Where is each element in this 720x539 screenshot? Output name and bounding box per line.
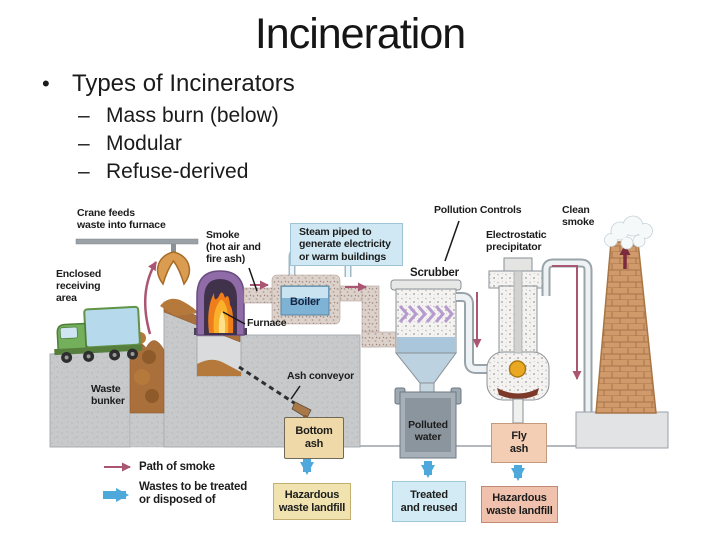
waste-bunker-label: Waste bunker — [91, 383, 125, 408]
esp-stack-pipe — [541, 258, 602, 433]
steam-box: Steam piped to generate electricity or w… — [290, 223, 403, 266]
waste-flow-arrows — [103, 458, 525, 502]
furnace-pointer — [222, 311, 246, 325]
boiler-vessel — [271, 274, 341, 325]
scrubber-esp-pipe-inner — [456, 294, 490, 372]
scrubber-esp-pipe — [456, 292, 490, 374]
crane-path-arrow — [144, 261, 158, 335]
furnace-vessel — [194, 270, 247, 336]
smoke-path-arrows — [104, 265, 582, 472]
ash-conveyor-label: Ash conveyor — [287, 370, 355, 382]
treated-reused-box: Treated and reused — [392, 481, 466, 522]
bullet-types: Types of Incinerators — [42, 70, 295, 98]
esp-stack-pipe-inner — [543, 260, 602, 431]
crane-claw — [156, 251, 191, 286]
smoke-label: Smoke (hot air and fire ash) — [206, 229, 261, 266]
flue-pipes — [243, 285, 411, 348]
bullet-mass-burn: Mass burn (below) — [78, 104, 279, 128]
ash-pile — [197, 359, 241, 376]
clean-smoke-label: Clean smoke — [562, 204, 595, 229]
smoke-pointer — [248, 267, 258, 292]
polluted-water-tank — [394, 387, 462, 459]
scrubber-vessel — [390, 279, 462, 396]
bullet-modular: Modular — [78, 132, 182, 156]
legend-smoke-label: Path of smoke — [139, 461, 216, 473]
stack-foundation — [575, 411, 669, 449]
esp-residue — [497, 388, 539, 399]
legend-waste-label: Wastes to be treated or disposed of — [139, 481, 248, 507]
hazardous-landfill-left-box: Hazardous waste landfill — [273, 483, 351, 520]
bottom-ash-box: Bottom ash — [284, 417, 344, 459]
scrubber-baffles — [398, 305, 454, 323]
crane — [75, 238, 199, 286]
pollution-controls-label: Pollution Controls — [434, 204, 522, 216]
esp-electrode — [508, 360, 527, 378]
garbage-truck — [54, 305, 143, 364]
polluted-water-label: Polluted water — [408, 419, 448, 444]
furnace-label: Furnace — [247, 317, 287, 329]
receiving-area-label: Enclosed receiving area — [56, 268, 102, 305]
hazardous-landfill-right-box: Hazardous waste landfill — [481, 486, 558, 523]
precipitator-label: Electrostatic precipitator — [486, 229, 547, 254]
boiler-label: Boiler — [290, 295, 320, 308]
scrubber-label: Scrubber — [410, 267, 459, 279]
crane-label: Crane feeds waste into furnace — [77, 207, 166, 232]
ash-conveyor-belt — [238, 365, 303, 410]
clean-smoke-puff — [604, 215, 653, 250]
slide-title: Incineration — [254, 10, 466, 58]
pollution-pointer — [444, 220, 460, 262]
pointer-lines — [222, 220, 460, 400]
fly-ash-box: Fly ash — [491, 423, 547, 463]
conveyor-pointer — [290, 385, 301, 400]
bullet-refuse-derived: Refuse-derived — [78, 160, 248, 184]
electrostatic-precipitator-vessel — [486, 257, 550, 424]
